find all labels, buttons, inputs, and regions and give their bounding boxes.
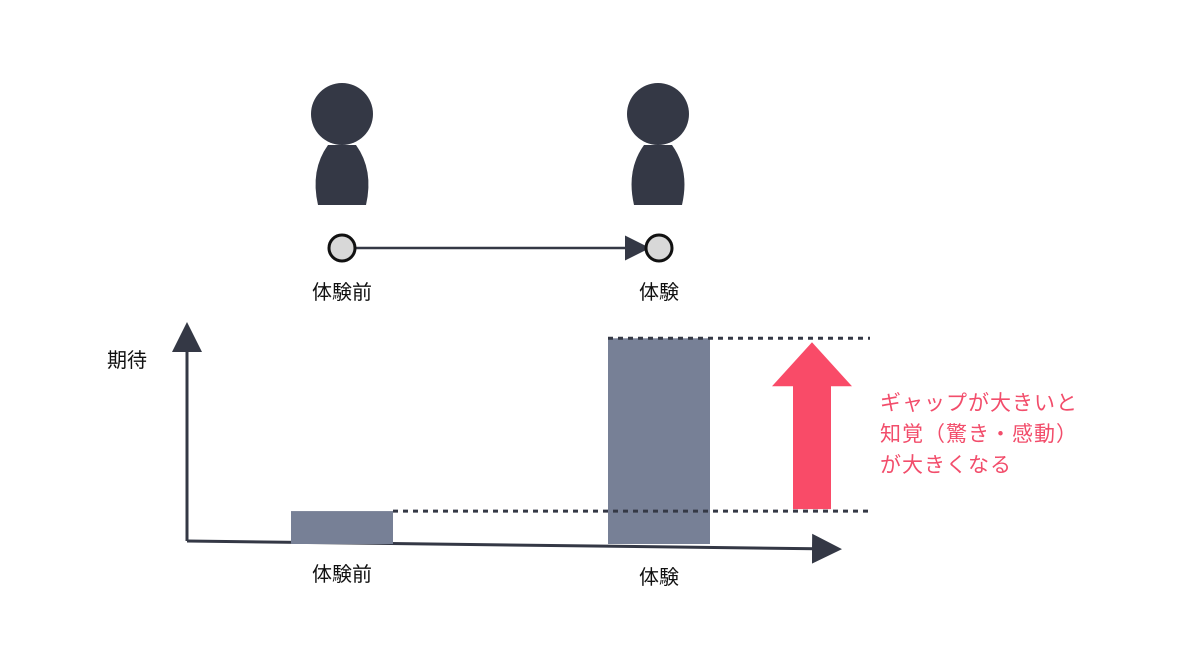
gap-arrow-icon xyxy=(772,342,852,510)
bars: 体験前 体験 xyxy=(291,338,710,589)
x-tick-label-0: 体験前 xyxy=(312,562,372,586)
callout-line-3: が大きくなる xyxy=(880,453,1012,477)
callout-line-1: ギャップが大きいと xyxy=(880,391,1078,415)
callout-line-2: 知覚（驚き・感動） xyxy=(880,422,1078,446)
x-axis xyxy=(186,533,842,564)
timeline-start-label: 体験前 xyxy=(312,280,372,304)
timeline-start-node xyxy=(327,233,357,263)
person-after-icon xyxy=(627,83,689,205)
bar-0 xyxy=(291,511,393,544)
timeline-end-node xyxy=(644,233,674,263)
bar-1 xyxy=(608,338,710,544)
y-axis-label: 期待 xyxy=(107,348,147,372)
person-before-icon xyxy=(311,83,373,205)
x-tick-label-1: 体験 xyxy=(639,565,679,589)
timeline-end-label: 体験 xyxy=(639,280,679,304)
